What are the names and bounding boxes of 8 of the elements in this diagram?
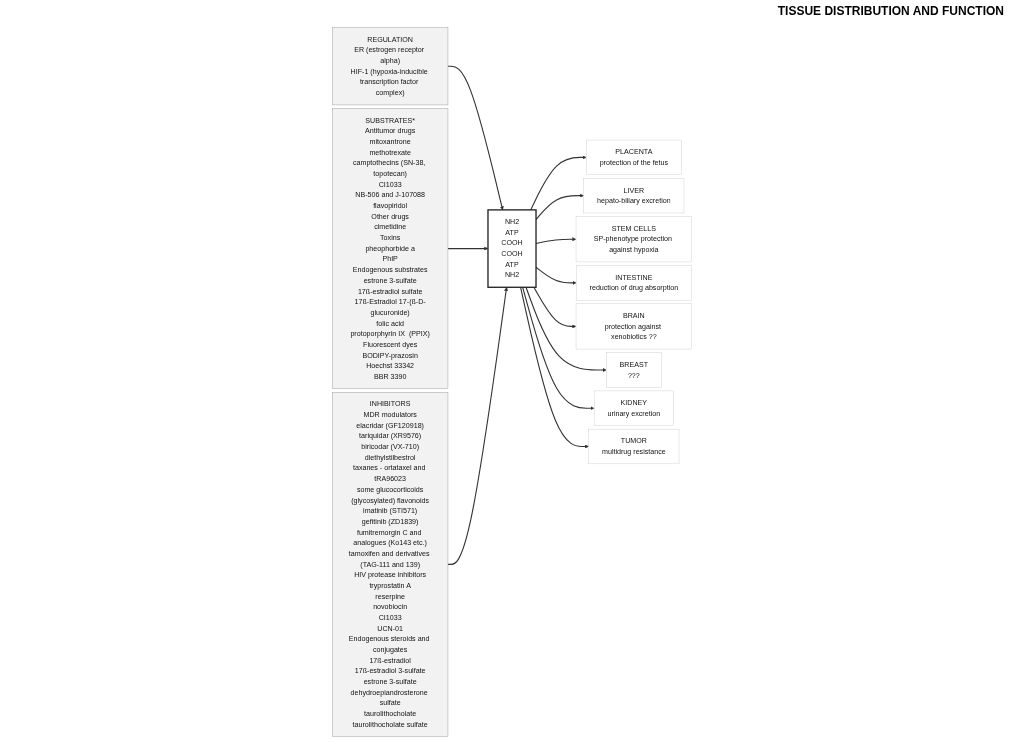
arrow [533,286,577,329]
arrow [447,287,509,565]
arrow [522,286,595,411]
arrow [525,286,607,372]
arrow [530,155,587,211]
arrow [447,65,504,211]
arrow [520,286,589,449]
column-heading: TISSUE DISTRIBUTION AND FUNCTION [777,4,1004,20]
